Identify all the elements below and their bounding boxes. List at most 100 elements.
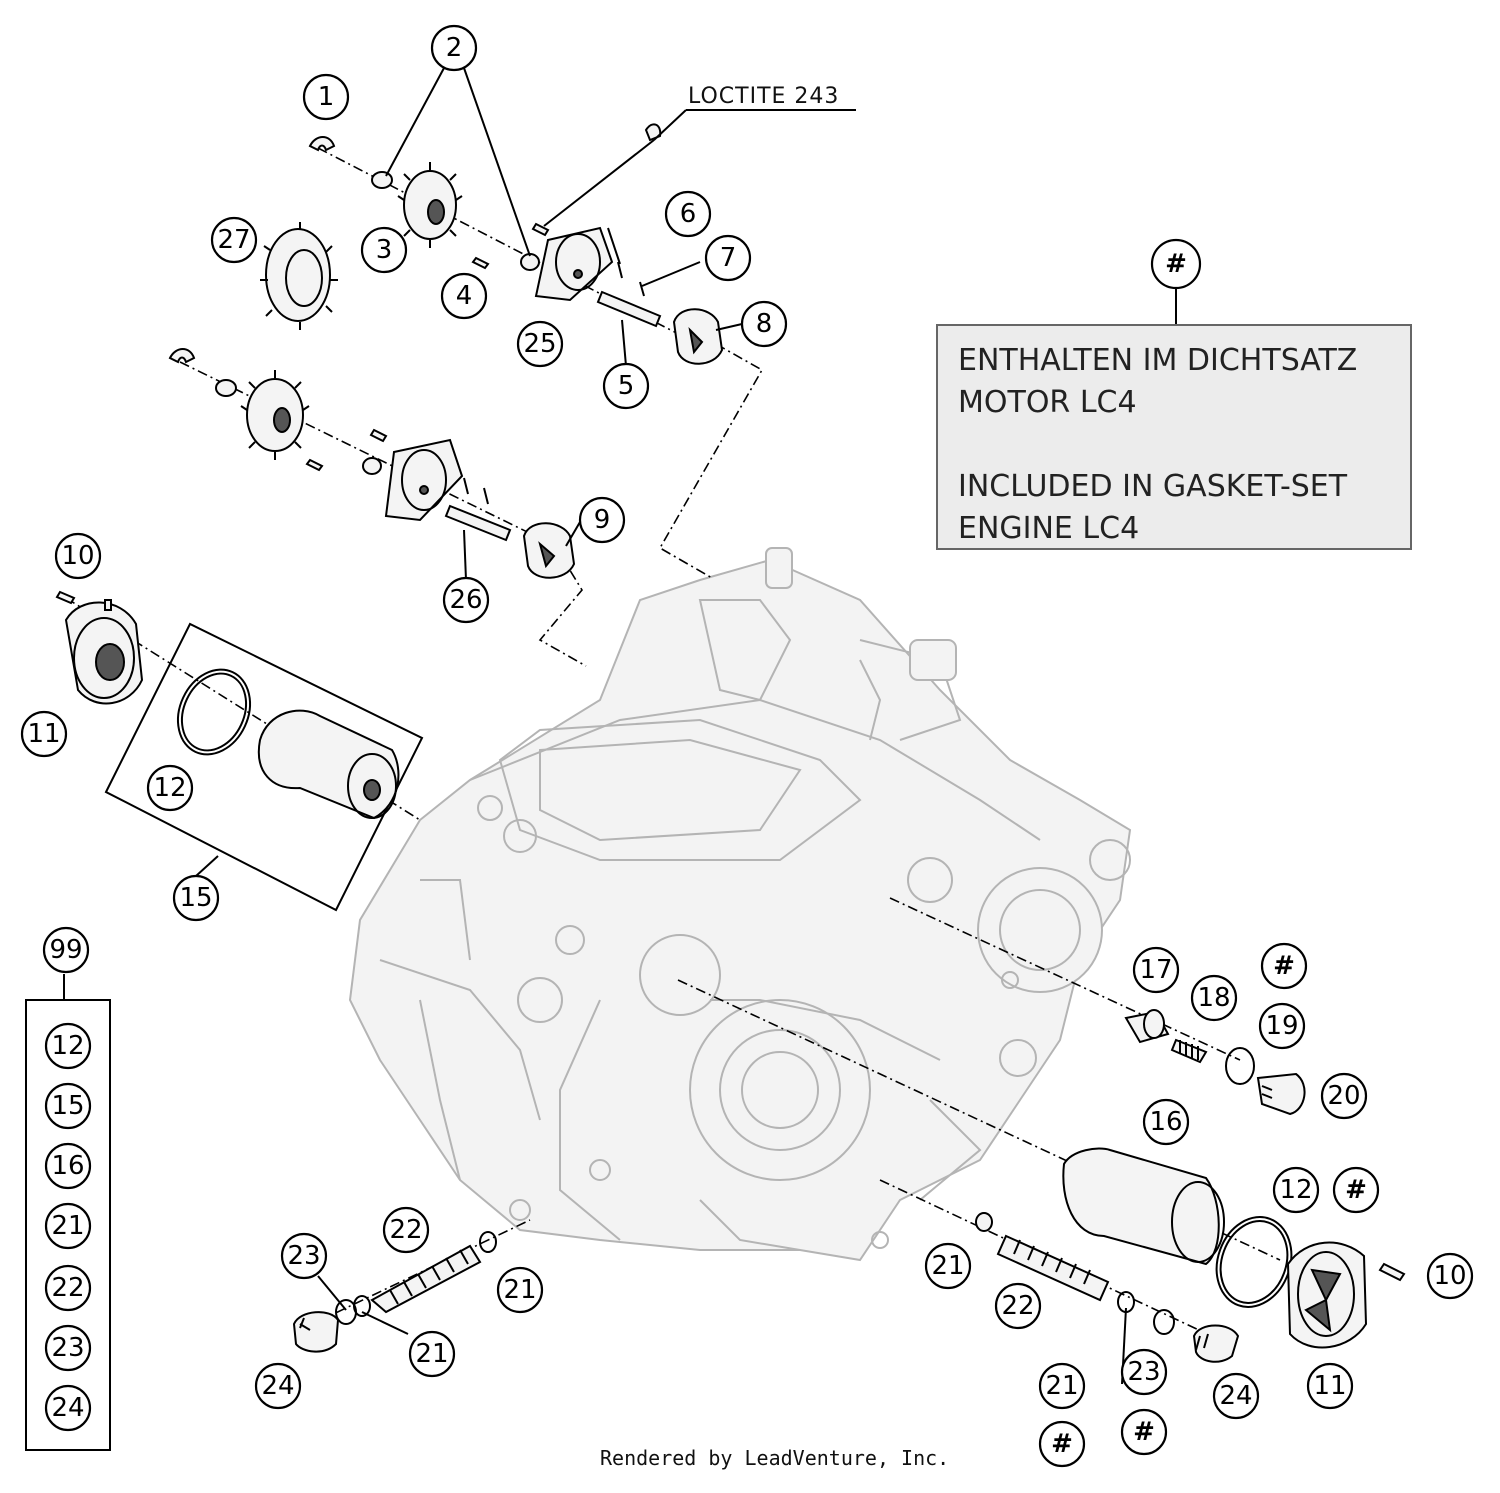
kit-item: 23: [44, 1324, 92, 1372]
engine-crankcase: [348, 547, 1132, 1262]
callout-12-left: 12: [146, 764, 194, 812]
callout-3: 3: [360, 226, 408, 274]
svg-text:22: 22: [51, 1273, 84, 1303]
svg-text:11: 11: [1313, 1371, 1346, 1401]
svg-text:16: 16: [51, 1151, 84, 1181]
rotor: [672, 308, 724, 365]
svg-text:21: 21: [503, 1275, 536, 1305]
shaft: [596, 290, 662, 328]
callout-8: 8: [740, 300, 788, 348]
oil-filter-cover-left: [55, 590, 144, 705]
gasket-set-note: ENTHALTEN IM DICHTSATZ MOTOR LC4 INCLUDE…: [936, 324, 1412, 550]
kit-item: 21: [44, 1202, 92, 1250]
svg-text:26: 26: [449, 585, 482, 615]
kit-item: 12: [44, 1022, 92, 1070]
callout-23-a: 23: [280, 1232, 328, 1280]
svg-text:10: 10: [1433, 1261, 1466, 1291]
drive-gear: [265, 228, 331, 322]
svg-text:21: 21: [51, 1211, 84, 1241]
pump-cover: [534, 226, 614, 302]
kit-item: 16: [44, 1142, 92, 1190]
svg-text:12: 12: [1279, 1175, 1312, 1205]
svg-text:18: 18: [1197, 983, 1230, 1013]
loctite-drop: [644, 123, 662, 142]
svg-text:#: #: [1345, 1175, 1367, 1205]
callout-22-b: 22: [994, 1282, 1042, 1330]
rendered-by-footer: Rendered by LeadVenture, Inc.: [600, 1446, 950, 1470]
svg-text:9: 9: [594, 505, 611, 535]
note-de-line1: ENTHALTEN IM DICHTSATZ: [958, 343, 1358, 378]
svg-text:10: 10: [61, 541, 94, 571]
svg-text:17: 17: [1139, 955, 1172, 985]
svg-text:7: 7: [720, 243, 737, 273]
note-en-line1: INCLUDED IN GASKET-SET: [958, 469, 1348, 504]
callout-7: 7: [704, 234, 752, 282]
callout-10-right: 10: [1426, 1252, 1474, 1300]
kit-99-list: 99 12 15 16 21 22 23 24: [42, 926, 92, 1432]
callout-27: 27: [210, 216, 258, 264]
callout-5: 5: [602, 362, 650, 410]
svg-text:23: 23: [51, 1333, 84, 1363]
svg-text:27: 27: [217, 225, 250, 255]
svg-text:11: 11: [27, 719, 60, 749]
hash-mark-note: #: [1150, 238, 1202, 290]
callout-19: 19: [1258, 1002, 1306, 1050]
note-en-line2: ENGINE LC4: [958, 511, 1140, 546]
callout-21-b: 21: [408, 1330, 456, 1378]
callout-6: 6: [664, 190, 712, 238]
svg-text:12: 12: [153, 773, 186, 803]
svg-text:3: 3: [376, 235, 393, 265]
loctite-label: LOCTITE 243: [688, 84, 840, 109]
note-de-line2: MOTOR LC4: [958, 385, 1137, 420]
snap-ring: [308, 136, 336, 152]
hash-mark-19: #: [1260, 942, 1308, 990]
callout-2: 2: [430, 24, 478, 72]
o-ring: [520, 253, 540, 271]
screw: [471, 256, 490, 270]
callout-99: 99: [42, 926, 90, 974]
svg-text:#: #: [1051, 1429, 1073, 1459]
svg-text:21: 21: [1045, 1371, 1078, 1401]
svg-text:15: 15: [51, 1091, 84, 1121]
callout-10-left: 10: [54, 532, 102, 580]
callout-21-a: 21: [496, 1266, 544, 1314]
lower-left-parts: [292, 1231, 497, 1353]
hash-mark-12: #: [1332, 1166, 1380, 1214]
callout-22-a: 22: [382, 1206, 430, 1254]
svg-text:8: 8: [756, 309, 773, 339]
callout-25: 25: [516, 320, 564, 368]
callouts: 1 2 3 4 5 6 7 8 9 10 11 12 15 16 17 18 1…: [20, 24, 1474, 1468]
svg-text:16: 16: [1149, 1107, 1182, 1137]
second-pump-parts: [168, 348, 576, 579]
svg-text:2: 2: [446, 33, 463, 63]
callout-11-right: 11: [1306, 1362, 1354, 1410]
hash-mark-23: #: [1120, 1408, 1168, 1456]
callout-9: 9: [578, 496, 626, 544]
kit-item: 22: [44, 1264, 92, 1312]
svg-text:#: #: [1165, 249, 1187, 279]
callout-16: 16: [1142, 1098, 1190, 1146]
svg-text:15: 15: [179, 883, 212, 913]
svg-text:99: 99: [49, 935, 82, 965]
right-side-parts: [975, 1009, 1406, 1363]
callout-1: 1: [302, 73, 350, 121]
washer: [371, 171, 393, 189]
svg-text:5: 5: [618, 371, 635, 401]
svg-text:6: 6: [680, 199, 697, 229]
kit-item: 24: [44, 1384, 92, 1432]
callout-26: 26: [442, 576, 490, 624]
svg-text:25: 25: [523, 329, 556, 359]
callout-15: 15: [172, 874, 220, 922]
filter-kit-frame: [104, 622, 424, 912]
svg-text:22: 22: [1001, 1291, 1034, 1321]
svg-text:23: 23: [287, 1241, 320, 1271]
callout-18: 18: [1190, 974, 1238, 1022]
svg-text:#: #: [1133, 1417, 1155, 1447]
svg-text:21: 21: [415, 1339, 448, 1369]
callout-24-a: 24: [254, 1362, 302, 1410]
oil-filter-right: [1062, 1147, 1220, 1266]
hash-mark-21: #: [1038, 1420, 1086, 1468]
svg-text:19: 19: [1265, 1011, 1298, 1041]
upper-oil-pump-parts: [260, 123, 724, 365]
